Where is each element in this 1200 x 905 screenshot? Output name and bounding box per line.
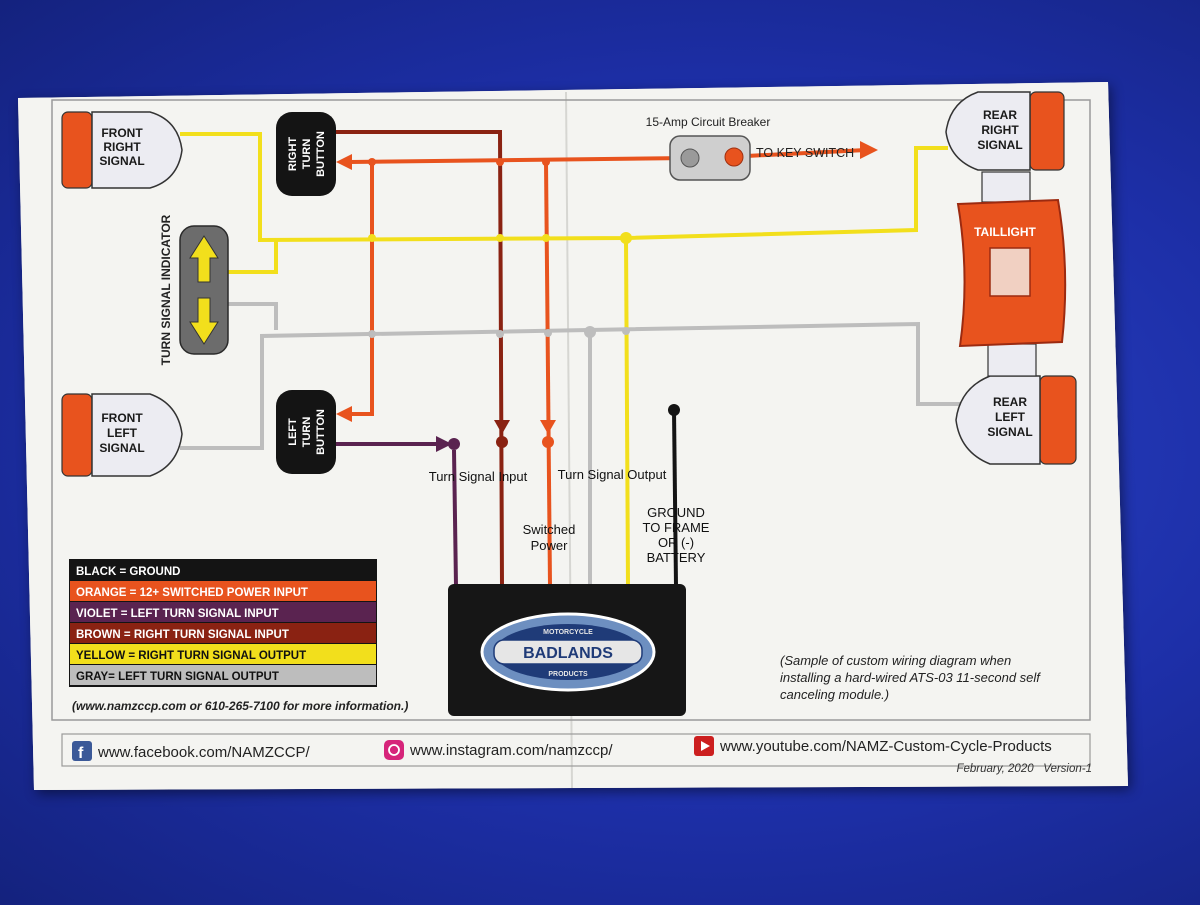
ground-label-line3: OR (-) — [658, 535, 694, 550]
front-left-signal-line3: SIGNAL — [99, 441, 144, 455]
rear-left-signal: REAR LEFT SIGNAL — [955, 375, 1077, 465]
turn-signal-input-label: Turn Signal Input — [429, 469, 528, 484]
legend-swatch — [70, 581, 376, 601]
rear-left-signal-line1: REAR — [993, 395, 1027, 409]
ground-label-line4: BATTERY — [647, 550, 706, 565]
violet-terminal — [448, 438, 460, 450]
front-left-signal: FRONT LEFT SIGNAL — [61, 393, 183, 477]
front-left-signal-line2: LEFT — [107, 426, 138, 440]
left-turn-button-line3: BUTTON — [315, 409, 327, 455]
front-right-signal-line3: SIGNAL — [99, 154, 144, 168]
orange-wires — [344, 148, 867, 587]
sample-note-line3: canceling module.) — [780, 687, 889, 702]
module-arc-bottom: PRODUCTS — [548, 671, 588, 678]
arrow-orange — [540, 420, 556, 434]
taillight-label: TAILLIGHT — [974, 225, 1036, 239]
violet-wire — [336, 442, 458, 587]
arrow-key-switch — [860, 141, 878, 159]
version-label: February, 2020 Version-1 — [956, 763, 1092, 775]
legend-swatch — [70, 623, 376, 643]
legend-entry: BROWN = RIGHT TURN SIGNAL INPUT — [76, 629, 289, 641]
junction-dots — [368, 158, 632, 338]
legend-swatch — [70, 560, 376, 580]
left-turn-button-line2: TURN — [301, 417, 313, 448]
right-turn-button-line1: RIGHT — [287, 137, 299, 172]
rear-left-signal-line3: SIGNAL — [987, 425, 1032, 439]
sample-note-line1: (Sample of custom wiring diagram when — [780, 653, 1011, 668]
legend-swatch — [70, 602, 376, 622]
right-turn-button-line3: BUTTON — [315, 131, 327, 177]
turn-signal-indicator-label: TURN SIGNAL INDICATOR — [159, 214, 173, 365]
facebook-icon — [72, 741, 92, 761]
rear-right-signal-line1: REAR — [983, 108, 1017, 122]
legend-swatch — [70, 644, 376, 664]
sample-note-line2: installing a hard-wired ATS-03 11-second… — [780, 670, 1041, 685]
legend-entry: BLACK = GROUND — [76, 566, 180, 578]
left-turn-button-line1: LEFT — [287, 418, 299, 446]
left-turn-button: LEFT TURN BUTTON — [276, 390, 336, 474]
ground-terminal — [668, 404, 680, 416]
rear-right-signal-line2: RIGHT — [981, 123, 1019, 137]
rear-left-signal-line2: LEFT — [995, 410, 1026, 424]
arrow-left-button — [336, 406, 352, 422]
switched-power-line2: Power — [531, 538, 569, 553]
legend-swatch — [70, 665, 376, 685]
ground-label-line2: TO FRAME — [643, 520, 710, 535]
diagram-border — [51, 99, 1091, 721]
contact-info: (www.namzccp.com or 610-265-7100 for mor… — [72, 699, 408, 713]
circuit-breaker: 15-Amp Circuit Breaker TO KEY SWITCH — [646, 115, 854, 181]
brown-wire — [336, 130, 504, 587]
black-wire — [672, 409, 678, 587]
rear-right-signal-line3: SIGNAL — [977, 138, 1022, 152]
down-arrow-icon — [189, 297, 219, 345]
wire-color-legend: BLACK = GROUND ORANGE = 12+ SWITCHED POWE… — [69, 559, 377, 687]
switched-power-line1: Switched — [523, 522, 576, 537]
right-turn-button-line2: TURN — [301, 139, 313, 170]
badlands-module: BADLANDS MOTORCYCLE PRODUCTS — [448, 584, 686, 716]
turn-signal-indicator: TURN SIGNAL INDICATOR — [159, 214, 229, 365]
orange-terminal — [542, 436, 554, 448]
legend-entry: YELLOW = RIGHT TURN SIGNAL OUTPUT — [76, 650, 306, 662]
breaker-label: 15-Amp Circuit Breaker — [646, 115, 771, 129]
up-arrow-icon — [189, 235, 219, 283]
module-brand: BADLANDS — [523, 645, 613, 662]
footer-box — [61, 733, 1091, 767]
right-turn-button: RIGHT TURN BUTTON — [276, 112, 336, 196]
arrow-violet — [436, 436, 452, 452]
rear-right-signal: REAR RIGHT SIGNAL — [945, 91, 1065, 171]
legend-entry: ORANGE = 12+ SWITCHED POWER INPUT — [76, 587, 308, 599]
brown-terminal — [496, 436, 508, 448]
legend-entry: VIOLET = LEFT TURN SIGNAL INPUT — [76, 608, 279, 620]
ground-label-line1: GROUND — [647, 505, 705, 520]
front-left-signal-line1: FRONT — [101, 411, 143, 425]
arrow-brown — [494, 420, 510, 434]
legend-entry: GRAY= LEFT TURN SIGNAL OUTPUT — [76, 671, 279, 683]
instagram-url: www.instagram.com/namzccp/ — [409, 742, 613, 759]
facebook-link[interactable]: f www.facebook.com/NAMZCCP/ — [72, 741, 311, 762]
svg-text:f: f — [78, 745, 84, 762]
key-switch-label: TO KEY SWITCH — [756, 146, 854, 160]
instagram-link[interactable]: www.instagram.com/namzccp/ — [384, 740, 613, 760]
arrow-right-button — [336, 154, 352, 170]
youtube-url: www.youtube.com/NAMZ-Custom-Cycle-Produc… — [719, 738, 1052, 755]
front-right-signal-line2: RIGHT — [103, 140, 141, 154]
front-right-signal-line1: FRONT — [101, 126, 143, 140]
facebook-url: www.facebook.com/NAMZCCP/ — [97, 744, 311, 761]
module-arc-top: MOTORCYCLE — [543, 629, 593, 636]
turn-signal-output-label: Turn Signal Output — [558, 467, 667, 482]
taillight: TAILLIGHT — [956, 171, 1067, 377]
instagram-icon — [384, 740, 404, 760]
front-right-signal: FRONT RIGHT SIGNAL — [61, 111, 183, 189]
youtube-link[interactable]: www.youtube.com/NAMZ-Custom-Cycle-Produc… — [694, 736, 1052, 756]
